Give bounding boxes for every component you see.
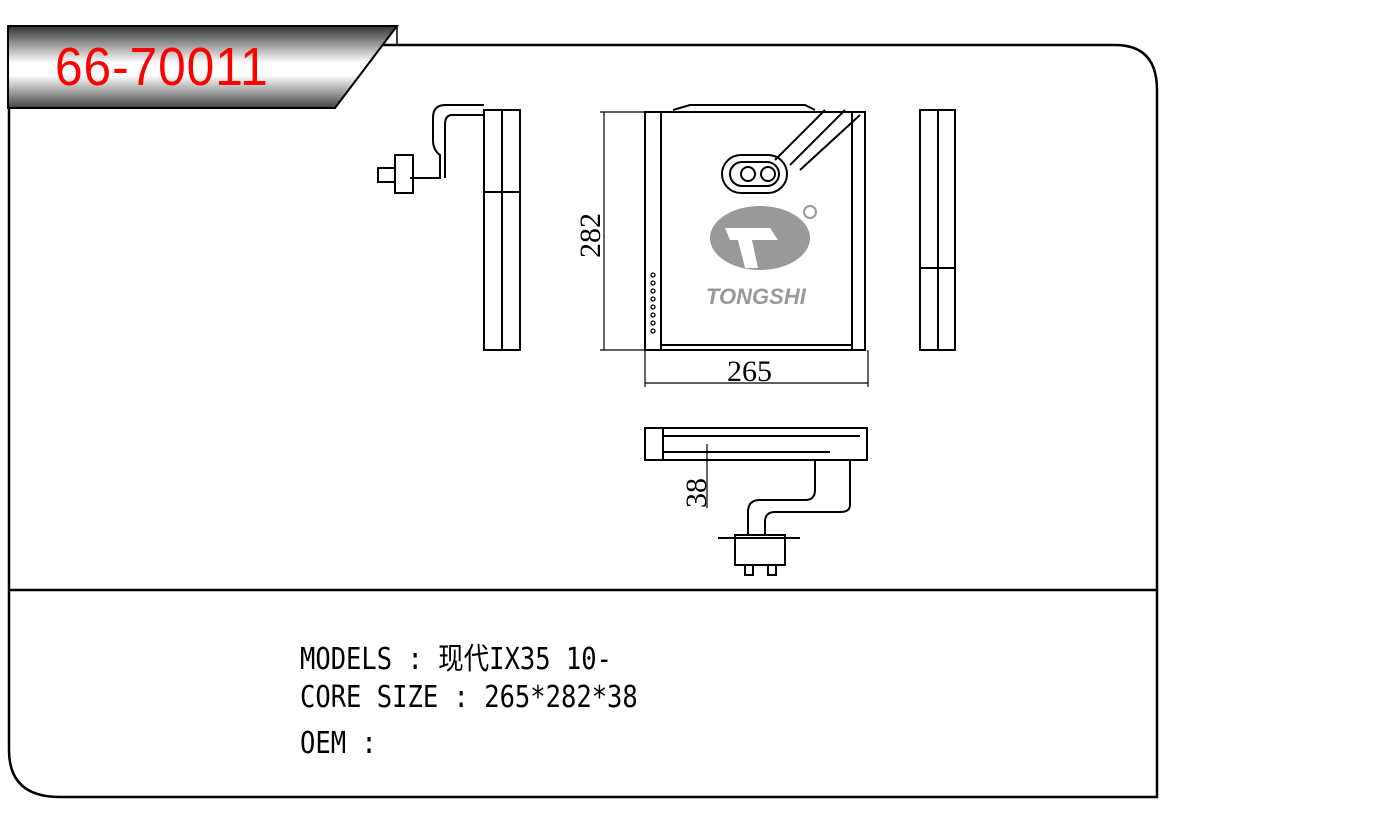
logo-text: TONGSHI — [706, 284, 807, 309]
dimension-width — [644, 350, 869, 387]
side-view-left — [377, 104, 521, 351]
tongshi-logo: TONGSHI — [706, 205, 817, 309]
top-view — [644, 427, 868, 576]
spec-models: MODELS : 现代IX35 10- — [300, 642, 612, 677]
depth-label: 38 — [680, 478, 713, 508]
spec-core-size: CORE SIZE : 265*282*38 — [300, 680, 638, 715]
height-label: 282 — [574, 213, 607, 258]
spec-oem: OEM : — [300, 726, 377, 761]
part-number: 66-70011 — [55, 37, 269, 97]
width-label: 265 — [727, 355, 772, 388]
side-view-right — [919, 109, 956, 351]
dimension-height — [600, 111, 645, 351]
front-view — [644, 104, 866, 351]
title-banner — [7, 25, 400, 109]
